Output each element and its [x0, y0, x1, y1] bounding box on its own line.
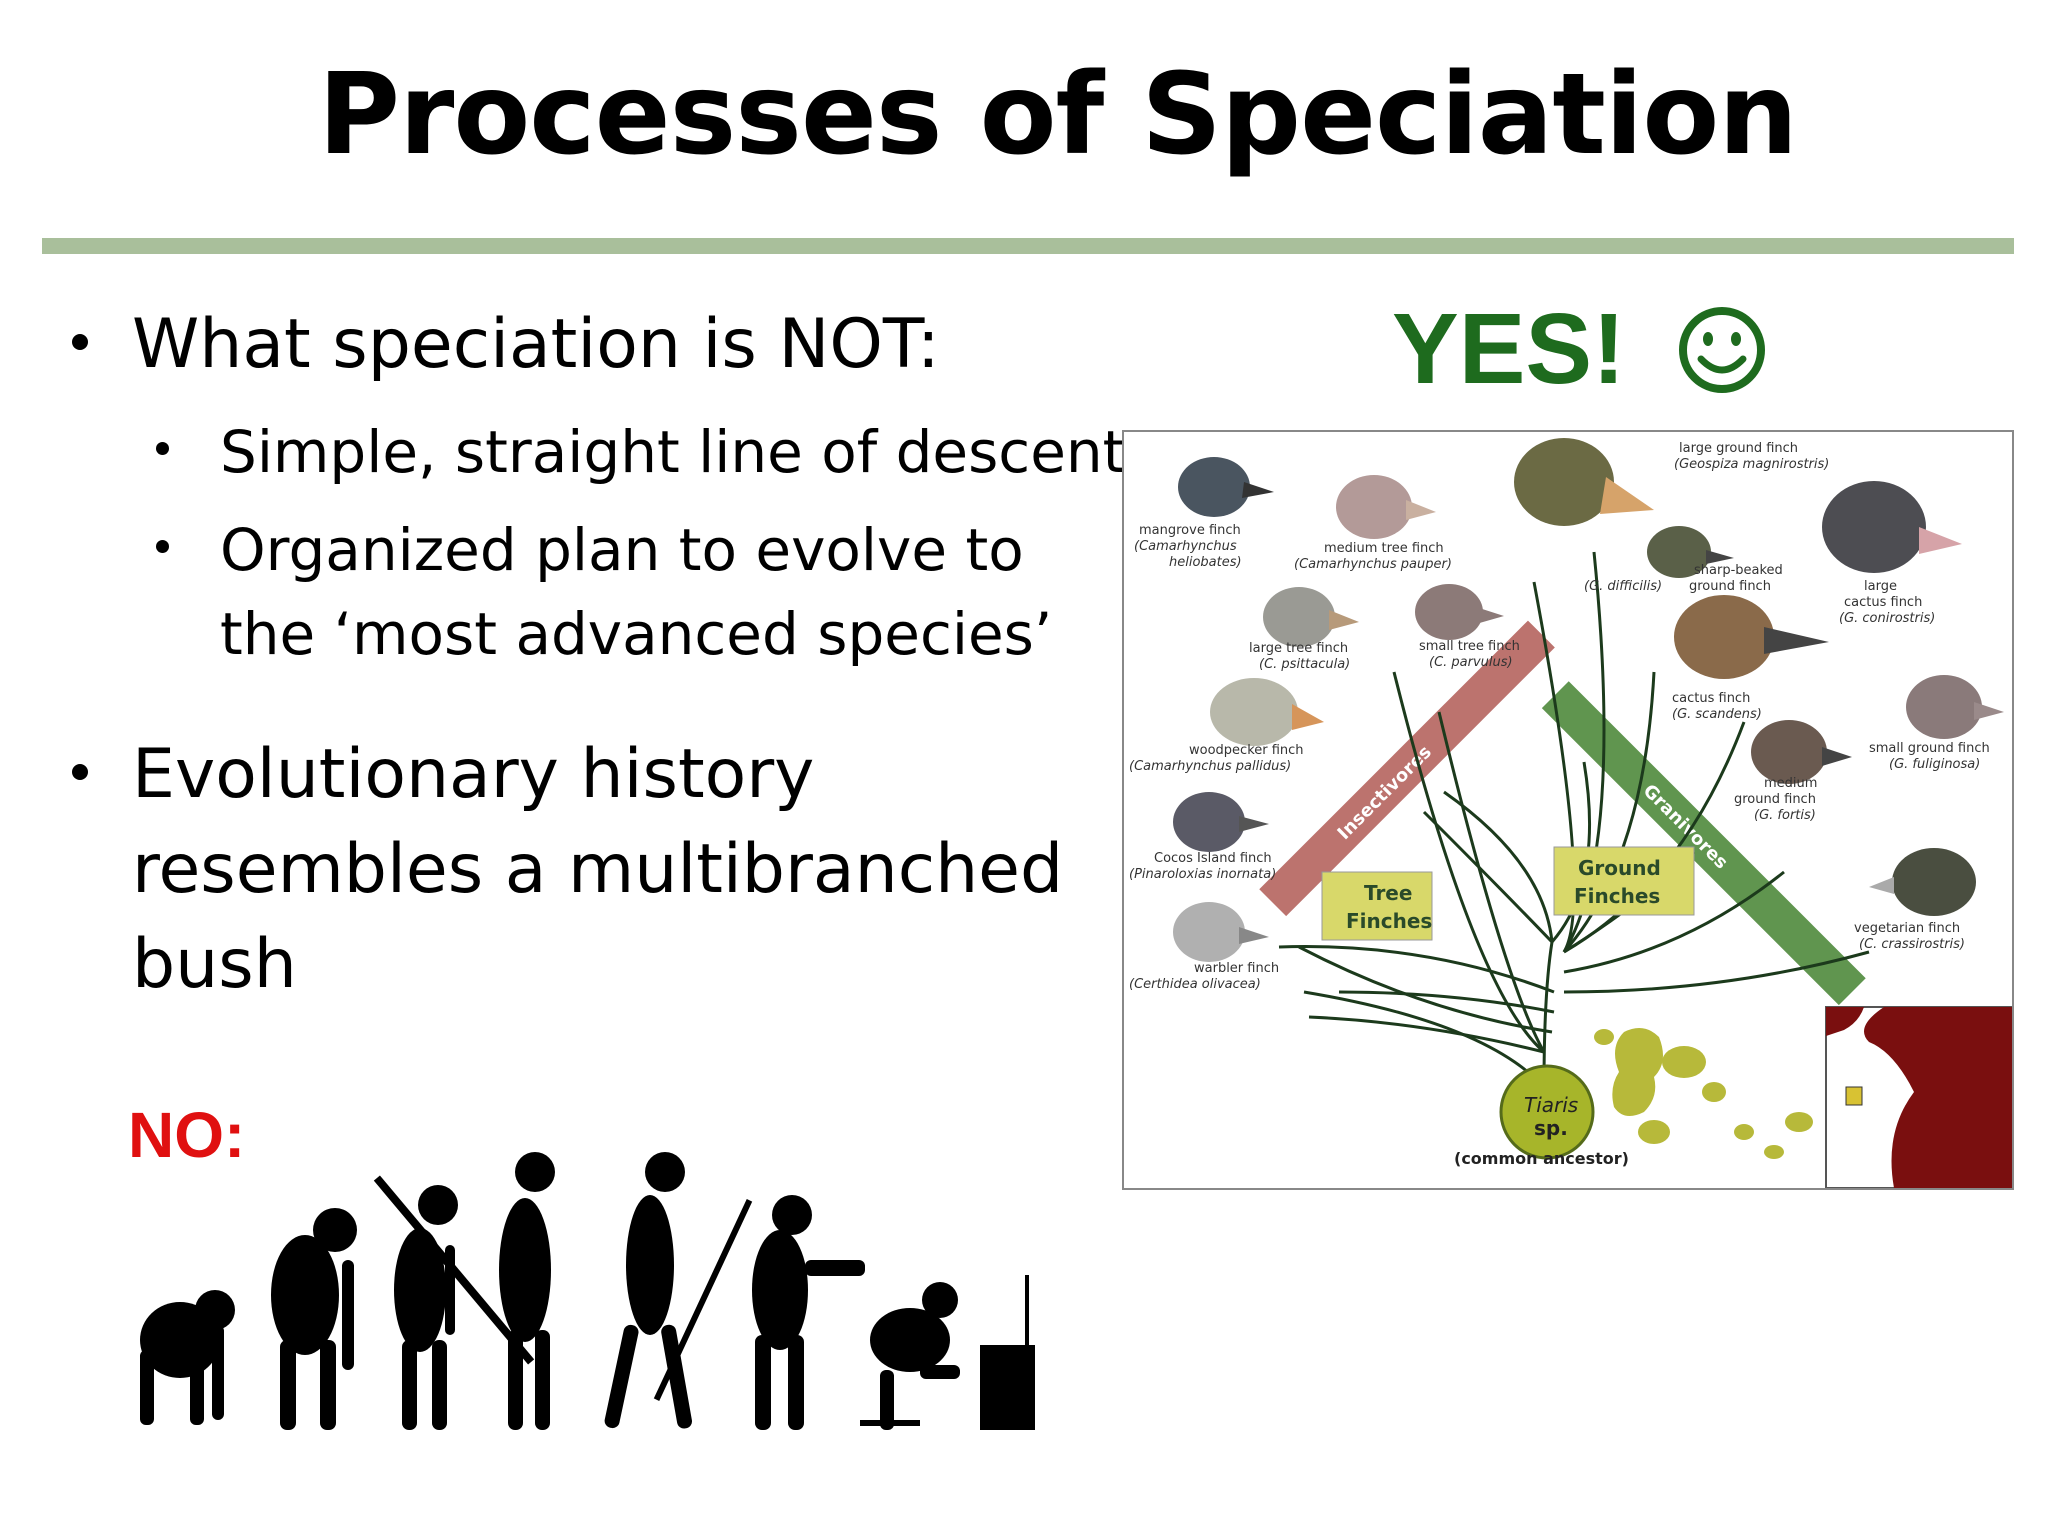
label-mangrove-sci-2: heliobates): [1169, 555, 1242, 570]
bullet-dot: [156, 442, 169, 455]
label-warbler: warbler finch: [1194, 961, 1279, 976]
tree-finches-label-2: Finches: [1346, 909, 1432, 933]
label-large-cactus-2: cactus finch: [1844, 595, 1922, 610]
finch-heads: [1173, 438, 2004, 962]
smiley-face-icon: [1679, 306, 1766, 393]
yes-text: YES!: [1392, 293, 1626, 405]
ancestor-label-3: (common ancestor): [1454, 1149, 1629, 1168]
label-cactus-sci: (G. scandens): [1672, 707, 1762, 722]
ground-finches-label-2: Finches: [1574, 884, 1660, 908]
march-of-progress-silhouette: [140, 1152, 1035, 1430]
label-cactus: cactus finch: [1672, 691, 1750, 706]
ancestor-label-2: sp.: [1534, 1116, 1568, 1140]
label-medium-tree-sci: (Camarhynchus pauper): [1294, 557, 1452, 572]
label-large-ground-sci: (Geospiza magnirostris): [1674, 457, 1829, 472]
bullet-evolutionary-3: bush: [132, 925, 297, 1004]
bullet-evolutionary-1: Evolutionary history: [132, 735, 815, 814]
label-large-cactus-sci: (G. conirostris): [1839, 611, 1935, 626]
label-sharp-beaked: sharp-beaked: [1694, 563, 1783, 578]
slide-title: Processes of Speciation: [318, 50, 1798, 180]
label-mangrove: mangrove finch: [1139, 523, 1241, 538]
label-vegetarian: vegetarian finch: [1854, 921, 1960, 936]
bullet-organized-plan-1: Organized plan to evolve to: [220, 516, 1024, 584]
label-large-tree-sci: (C. psittacula): [1259, 657, 1350, 672]
label-small-ground: small ground finch: [1869, 741, 1990, 756]
label-small-tree-sci: (C. parvulus): [1429, 655, 1513, 670]
ancestor-label-1: Tiaris: [1524, 1093, 1578, 1117]
title-divider: [42, 238, 2014, 254]
bullet-dot: [72, 334, 88, 350]
label-medium-tree: medium tree finch: [1324, 541, 1444, 556]
label-sharp-beaked-2: ground finch: [1689, 579, 1771, 594]
insectivores-label: Insectivores: [1334, 742, 1436, 844]
label-medium-ground-sci: (G. fortis): [1754, 808, 1816, 823]
yes-label: YES!: [1392, 292, 1767, 407]
no-label: NO:: [128, 1099, 246, 1171]
label-vegetarian-sci: (C. crassirostris): [1859, 937, 1965, 952]
label-warbler-sci: (Certhidea olivacea): [1129, 977, 1261, 992]
ground-finches-label-1: Ground: [1578, 856, 1661, 880]
darwin-finch-diagram: Insectivores Granivores: [1122, 430, 2014, 1190]
label-medium-ground: medium: [1764, 776, 1817, 791]
label-medium-ground-2: ground finch: [1734, 792, 1816, 807]
label-cocos: Cocos Island finch: [1154, 851, 1272, 866]
label-difficilis: (G. difficilis): [1584, 579, 1662, 594]
finch-tree-svg: Insectivores Granivores: [1129, 438, 2013, 1189]
label-cocos-sci: (Pinaroloxias inornata): [1129, 867, 1276, 882]
bullet-evolutionary-2: resembles a multibranched: [132, 830, 1064, 909]
label-mangrove-sci-1: (Camarhynchus: [1134, 539, 1237, 554]
bullet-dot: [72, 764, 88, 780]
label-large-cactus: large: [1864, 579, 1897, 594]
label-woodpecker-sci: (Camarhynchus pallidus): [1129, 759, 1291, 774]
label-woodpecker: woodpecker finch: [1189, 743, 1304, 758]
tree-finches-label-1: Tree: [1364, 881, 1412, 905]
label-large-ground: large ground finch: [1679, 441, 1798, 456]
bullet-organized-plan-2: the ‘most advanced species’: [220, 600, 1053, 668]
label-large-tree: large tree finch: [1249, 641, 1348, 656]
bullet-dot: [156, 540, 169, 553]
bullet-what-not: What speciation is NOT:: [132, 305, 940, 384]
label-small-ground-sci: (G. fuliginosa): [1889, 757, 1980, 772]
label-small-tree: small tree finch: [1419, 639, 1520, 654]
bullet-straight-line: Simple, straight line of descent: [220, 418, 1126, 486]
